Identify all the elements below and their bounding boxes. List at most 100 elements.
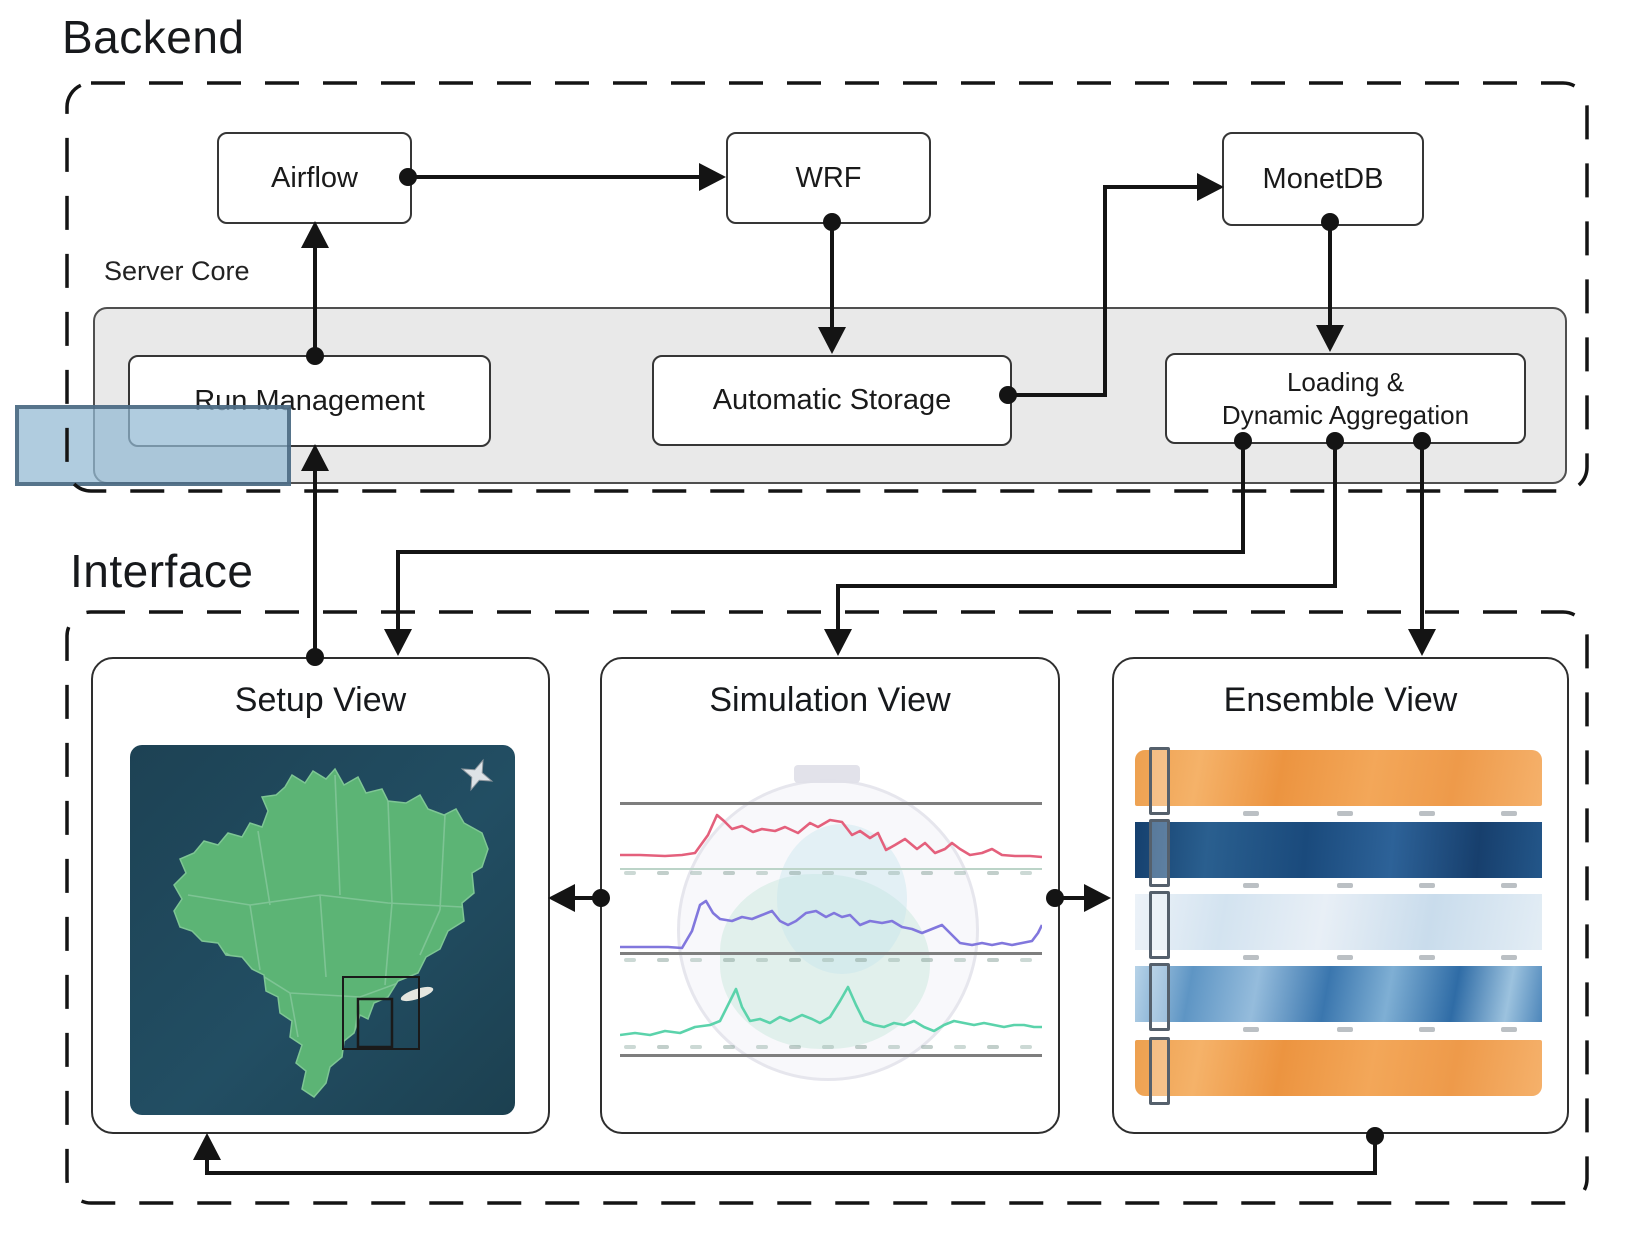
tick-mark — [723, 1045, 735, 1049]
tick-mark — [822, 958, 834, 962]
tick-mark — [1419, 811, 1435, 816]
server-core-label: Server Core — [104, 256, 250, 286]
ensemble-ticks — [1135, 1027, 1542, 1033]
ensemble-ticks — [1135, 811, 1542, 817]
edge-ensemble-to-setup — [205, 1136, 1377, 1175]
tick-mark — [888, 1045, 900, 1049]
tick-mark — [987, 871, 999, 875]
edge-simulation-to-ensemble-arrowhead — [1084, 884, 1111, 912]
tick-mark — [888, 958, 900, 962]
edge-airflow-to-wrf-arrowhead — [699, 163, 726, 191]
tick-mark — [756, 871, 768, 875]
tick-mark — [1501, 955, 1517, 960]
tick-mark — [1337, 883, 1353, 888]
tick-mark — [921, 871, 933, 875]
tick-mark — [624, 871, 636, 875]
node-automatic-storage: Automatic Storage — [652, 355, 1012, 446]
row-slider-handle — [1149, 963, 1170, 1031]
tick-mark — [1337, 955, 1353, 960]
node-loading-label-line2: Dynamic Aggregation — [1221, 399, 1470, 430]
tick-mark — [1501, 811, 1517, 816]
node-monetdb-label: MonetDB — [1262, 162, 1384, 195]
node-monetdb: MonetDB — [1222, 132, 1424, 226]
tick-mark — [1419, 955, 1435, 960]
tick-mark — [921, 958, 933, 962]
chart-axis-red — [620, 868, 1042, 870]
ensemble-row — [1135, 819, 1542, 887]
purple-line — [620, 899, 1042, 950]
axis-ticks-red — [620, 871, 1042, 877]
tick-mark — [1020, 958, 1032, 962]
compass-icon — [460, 758, 494, 792]
tick-mark — [1419, 1027, 1435, 1032]
ensemble-view-title: Ensemble View — [1223, 681, 1458, 719]
ensemble-ticks — [1135, 955, 1542, 961]
setup-view-panel: Setup View — [91, 657, 550, 1134]
ensemble-row — [1135, 891, 1542, 959]
ensemble-row — [1135, 963, 1542, 1031]
axis-ticks-purple — [620, 958, 1042, 964]
edge-ensemble-to-setup-arrowhead — [193, 1133, 221, 1160]
text-selection-highlight — [15, 405, 291, 486]
ensemble-view-panel: Ensemble View — [1112, 657, 1569, 1134]
chart-rule-middle — [620, 952, 1042, 955]
tick-mark — [954, 1045, 966, 1049]
row-slider-handle — [1149, 747, 1170, 815]
tick-mark — [756, 958, 768, 962]
row-slider-handle — [1149, 891, 1170, 959]
node-airflow-label: Airflow — [270, 161, 358, 194]
tick-mark — [690, 871, 702, 875]
red-line — [620, 813, 1042, 859]
tick-mark — [1243, 883, 1259, 888]
tick-mark — [987, 1045, 999, 1049]
setup-view-title: Setup View — [234, 681, 407, 719]
node-loading-label-line1: Loading & — [1286, 367, 1405, 397]
tick-mark — [657, 958, 669, 962]
tick-mark — [657, 871, 669, 875]
tick-mark — [1501, 1027, 1517, 1032]
tick-mark — [1243, 1027, 1259, 1032]
node-airflow: Airflow — [217, 132, 412, 224]
tick-mark — [624, 958, 636, 962]
tick-mark — [1337, 811, 1353, 816]
tick-mark — [789, 1045, 801, 1049]
tick-mark — [855, 871, 867, 875]
tick-mark — [1501, 883, 1517, 888]
tick-mark — [855, 1045, 867, 1049]
node-wrf: WRF — [726, 132, 931, 224]
row-slider-handle — [1149, 1037, 1170, 1105]
edge-runmgmt-to-airflow-arrowhead — [301, 221, 329, 248]
brazil-map-thumbnail — [130, 745, 515, 1115]
tick-mark — [1243, 955, 1259, 960]
brazil-landmass — [173, 767, 489, 1098]
tick-mark — [690, 958, 702, 962]
node-wrf-label: WRF — [795, 161, 862, 194]
tick-mark — [954, 871, 966, 875]
ensemble-ticks — [1135, 883, 1542, 889]
tick-mark — [921, 1045, 933, 1049]
tick-mark — [789, 871, 801, 875]
tick-mark — [723, 958, 735, 962]
tick-mark — [822, 871, 834, 875]
watermark-tab — [794, 765, 860, 783]
teal-line — [620, 985, 1042, 1037]
edge-loading-to-setup-arrowhead — [384, 629, 412, 656]
tick-mark — [954, 958, 966, 962]
edge-loading-to-ensemble-arrowhead — [1408, 629, 1436, 656]
interface-section-title: Interface — [70, 545, 254, 597]
tick-mark — [1419, 883, 1435, 888]
tick-mark — [1020, 871, 1032, 875]
ensemble-row — [1135, 1037, 1542, 1105]
row-slider-handle — [1149, 819, 1170, 887]
tick-mark — [987, 958, 999, 962]
red-line-chart — [620, 813, 1042, 859]
tick-mark — [657, 1045, 669, 1049]
tick-mark — [822, 1045, 834, 1049]
node-loading-dynamic-aggregation: Loading & Dynamic Aggregation — [1165, 353, 1526, 444]
tick-mark — [624, 1045, 636, 1049]
simulation-view-panel: Simulation View — [600, 657, 1060, 1134]
tick-mark — [1243, 811, 1259, 816]
edge-loading-to-simulation-arrowhead — [824, 629, 852, 656]
tick-mark — [888, 871, 900, 875]
